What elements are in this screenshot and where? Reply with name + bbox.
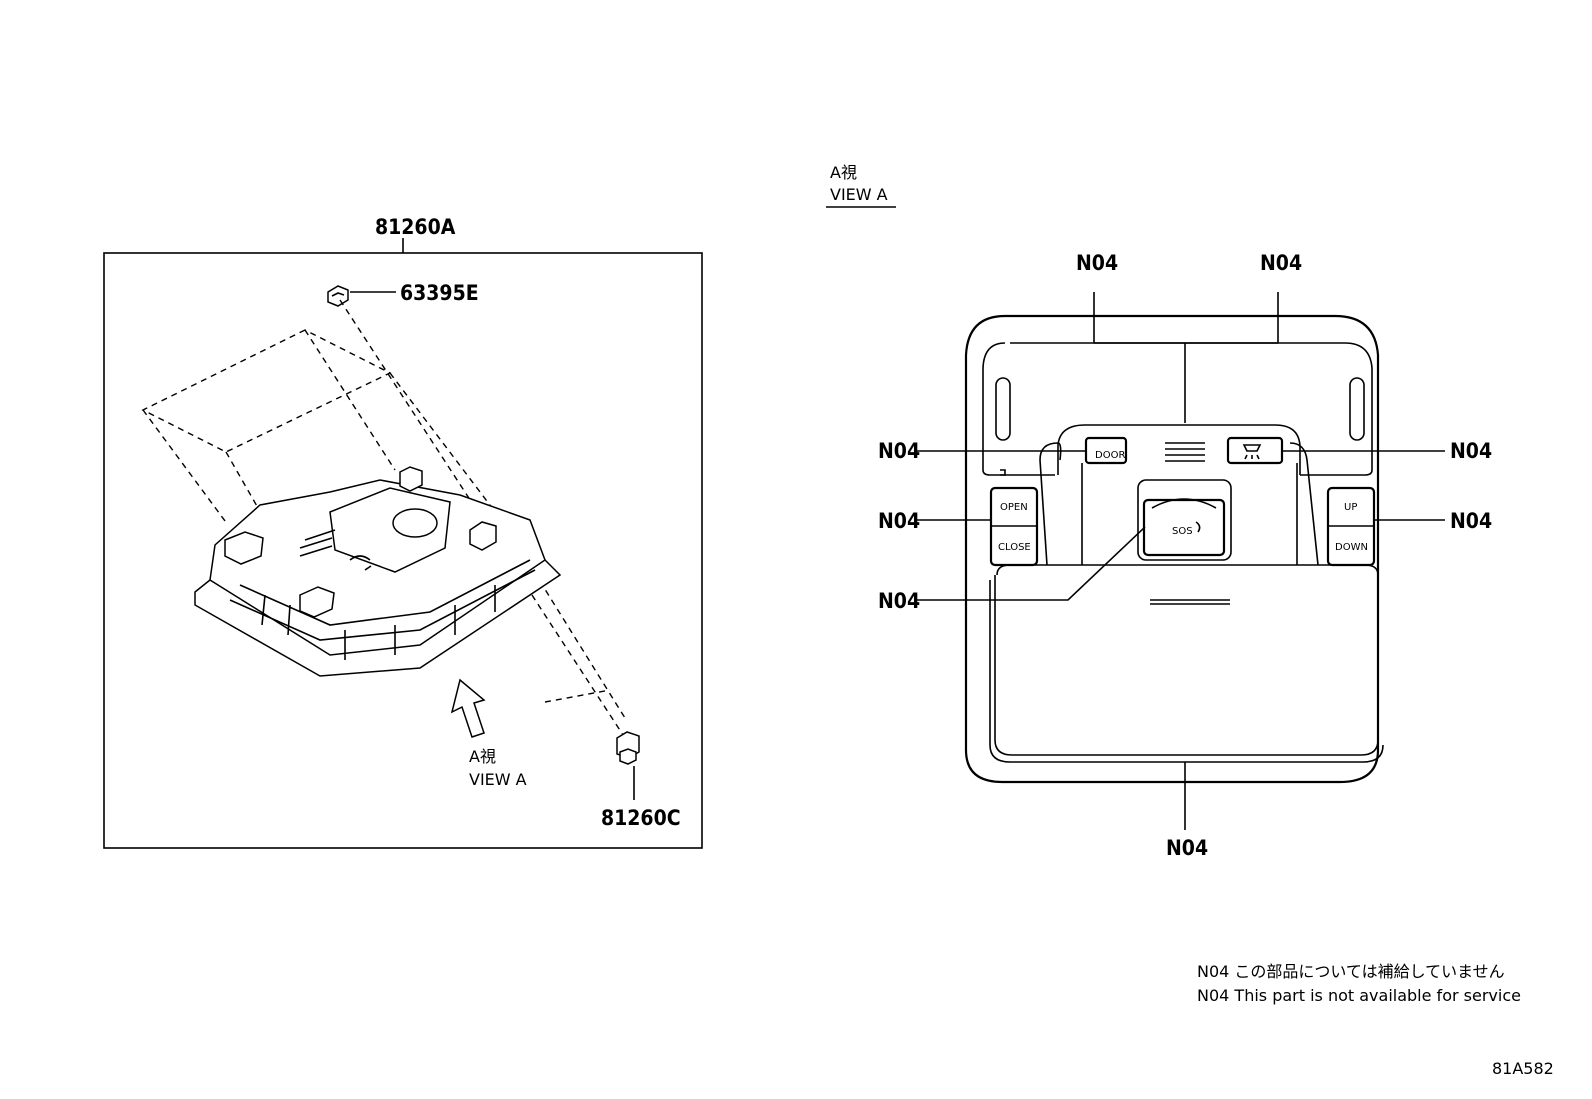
svg-text:SOS: SOS: [1172, 526, 1193, 537]
n04-right-upper: N04: [1450, 439, 1492, 463]
view-a-jp-right: A視: [830, 163, 857, 182]
open-button[interactable]: OPEN: [1000, 502, 1028, 513]
microphone-grille-icon: [1165, 442, 1205, 462]
down-button[interactable]: DOWN: [1335, 542, 1368, 553]
n04-top-left: N04: [1076, 251, 1118, 275]
n04-left-upper: N04: [878, 439, 920, 463]
map-lamp-icon[interactable]: [1226, 436, 1284, 465]
view-a-en-right: VIEW A: [830, 185, 888, 204]
figure-code: 81A582: [1492, 1059, 1554, 1078]
label-63395E: 63395E: [400, 281, 479, 305]
view-a-en-left: VIEW A: [469, 770, 527, 789]
note-jp: N04 この部品については補給していません: [1197, 962, 1505, 981]
close-button[interactable]: CLOSE: [998, 542, 1031, 553]
n04-top-right: N04: [1260, 251, 1302, 275]
tilt-up-down-switch[interactable]: UP DOWN: [1326, 486, 1376, 567]
n04-left-lower: N04: [878, 589, 920, 613]
up-button[interactable]: UP: [1344, 502, 1357, 513]
n04-bottom: N04: [1166, 836, 1208, 860]
view-a-jp-left: A視: [469, 747, 496, 766]
n04-left-middle: N04: [878, 509, 920, 533]
bulb-81260C-icon: [616, 731, 640, 765]
label-81260A: 81260A: [375, 215, 456, 239]
note-en: N04 This part is not available for servi…: [1197, 986, 1521, 1005]
arrow-view-icon: [450, 678, 486, 738]
door-lamp-icon[interactable]: DOOR: [1084, 436, 1128, 465]
n04-right-middle: N04: [1450, 509, 1492, 533]
sunroof-open-close-switch[interactable]: OPEN CLOSE: [989, 486, 1039, 567]
clip-63395E-icon: [327, 285, 349, 307]
overhead-console-assembly: [194, 466, 562, 677]
label-81260C: 81260C: [601, 806, 681, 830]
sos-button[interactable]: SOS: [1137, 479, 1232, 561]
svg-text:DOOR: DOOR: [1095, 450, 1125, 461]
